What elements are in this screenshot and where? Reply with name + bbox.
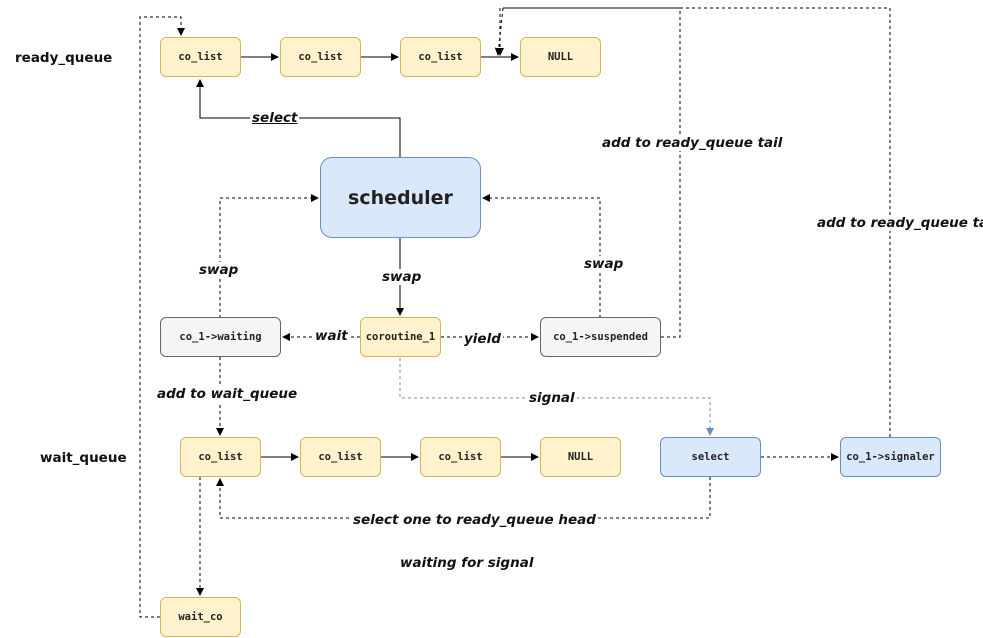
add-wait-queue-label: add to wait_queue xyxy=(155,386,300,402)
yield-edge-label: yield xyxy=(462,331,503,347)
signal-edge-label: signal xyxy=(527,390,577,406)
wait-queue-label: wait_queue xyxy=(40,450,127,466)
add-ready-tail-label-2: add to ready_queue tail xyxy=(815,215,983,231)
ready-queue-node-2[interactable]: co_list xyxy=(280,37,361,77)
ready-queue-node-3[interactable]: co_list xyxy=(400,37,481,77)
ready-queue-null[interactable]: NULL xyxy=(520,37,601,77)
wait-co-node[interactable]: wait_co xyxy=(160,597,241,637)
ready-queue-node-1[interactable]: co_list xyxy=(160,37,241,77)
wait-queue-node-2[interactable]: co_list xyxy=(300,437,381,477)
edge-swap-left xyxy=(219,194,319,318)
swap-right-label: swap xyxy=(582,256,626,272)
wait-queue-node-1[interactable]: co_list xyxy=(180,437,261,477)
add-ready-tail-label-1: add to ready_queue tail xyxy=(600,135,785,151)
waiting-for-signal-label: waiting for signal xyxy=(400,555,534,571)
swap-mid-label: swap xyxy=(380,269,424,285)
edge-select xyxy=(196,79,401,157)
wait-queue-null[interactable]: NULL xyxy=(540,437,621,477)
ready-queue-label: ready_queue xyxy=(15,50,113,66)
select-node[interactable]: select xyxy=(660,437,761,477)
select-one-label: select one to ready_queue head xyxy=(351,512,598,528)
wait-edge-label: wait xyxy=(313,328,350,344)
swap-left-label: swap xyxy=(197,262,241,278)
wait-queue-node-3[interactable]: co_list xyxy=(420,437,501,477)
edge-wait-co-loop xyxy=(139,16,185,618)
coroutine-node[interactable]: coroutine_1 xyxy=(360,317,441,357)
suspended-node[interactable]: co_1->suspended xyxy=(540,317,661,357)
edge-select-one xyxy=(216,477,711,519)
edge-swap-right xyxy=(482,194,601,318)
select-edge-label: select xyxy=(250,110,300,126)
waiting-node[interactable]: co_1->waiting xyxy=(160,317,281,357)
scheduler-node[interactable]: scheduler xyxy=(320,157,481,238)
signaler-node[interactable]: co_1->signaler xyxy=(840,437,941,477)
